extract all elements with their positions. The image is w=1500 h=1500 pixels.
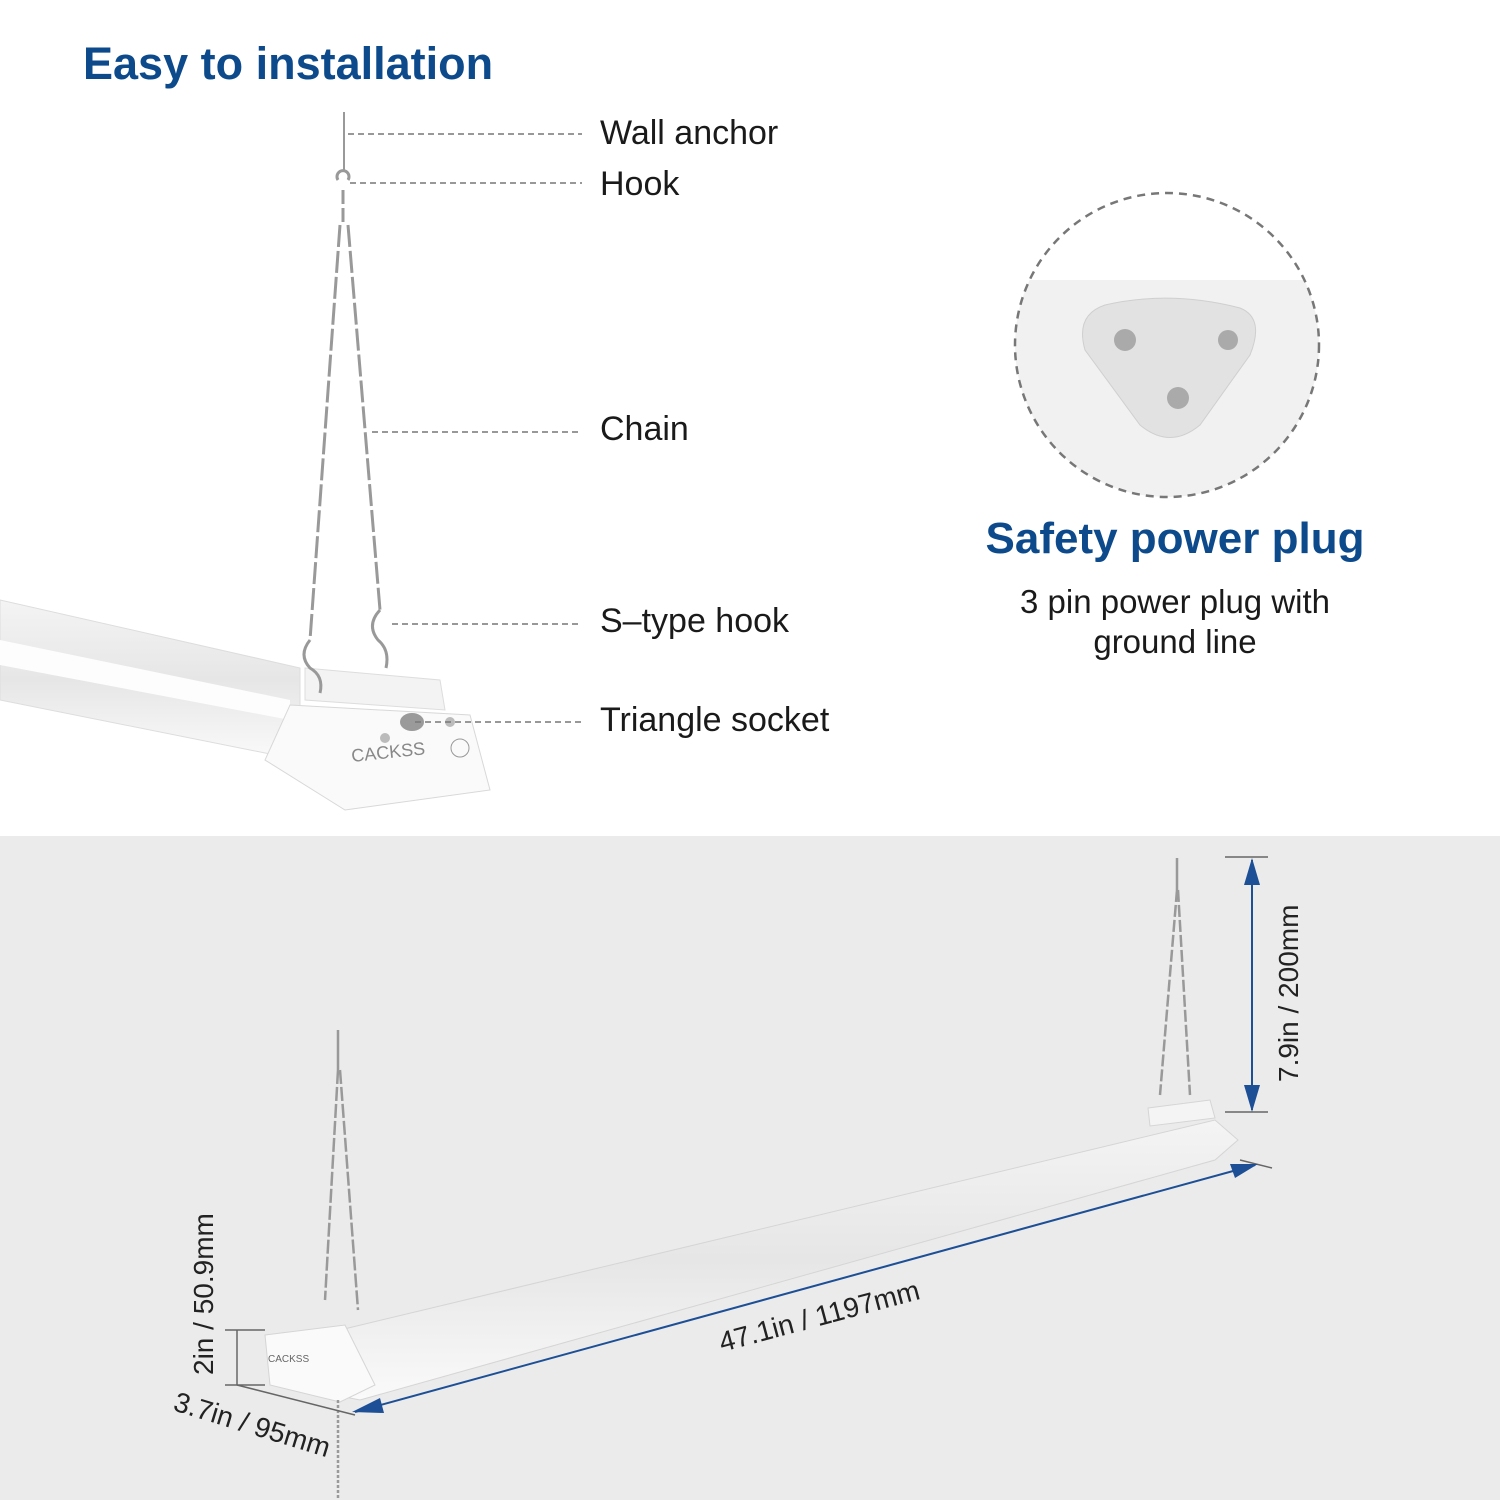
callout-triangle-socket: Triangle socket — [600, 701, 830, 739]
page-title: Easy to installation — [83, 38, 494, 89]
width-dimension: 3.7in / 95mm — [170, 1386, 334, 1463]
plug-inset — [1013, 191, 1321, 499]
callout-wall-anchor: Wall anchor — [600, 114, 779, 152]
leader-lines — [348, 133, 582, 723]
callout-chain: Chain — [600, 410, 689, 448]
triangle-socket-icon — [400, 713, 424, 731]
plug-description: 3 pin power plug with ground line — [940, 582, 1410, 662]
shop-light-full: CACKSS — [264, 858, 1239, 1500]
plug-desc-line2: ground line — [1093, 623, 1257, 660]
brand-logo-small: CACKSS — [268, 1354, 309, 1365]
chains-bottom — [323, 858, 1192, 1500]
arrow-icons — [352, 858, 1260, 1413]
callout-hook: Hook — [600, 165, 680, 203]
plug-title: Safety power plug — [985, 514, 1365, 563]
dimension-lines — [225, 856, 1273, 1416]
plug-desc-line1: 3 pin power plug with — [1019, 583, 1331, 620]
height-dimension: 2in / 50.9mm — [188, 1213, 219, 1375]
shop-light-closeup: CACKSS — [0, 599, 491, 811]
etl-mark — [450, 738, 470, 758]
chain — [302, 112, 389, 694]
chain-height-dimension: 7.9in / 200mm — [1273, 905, 1304, 1082]
callout-s-hook: S–type hook — [600, 602, 790, 640]
